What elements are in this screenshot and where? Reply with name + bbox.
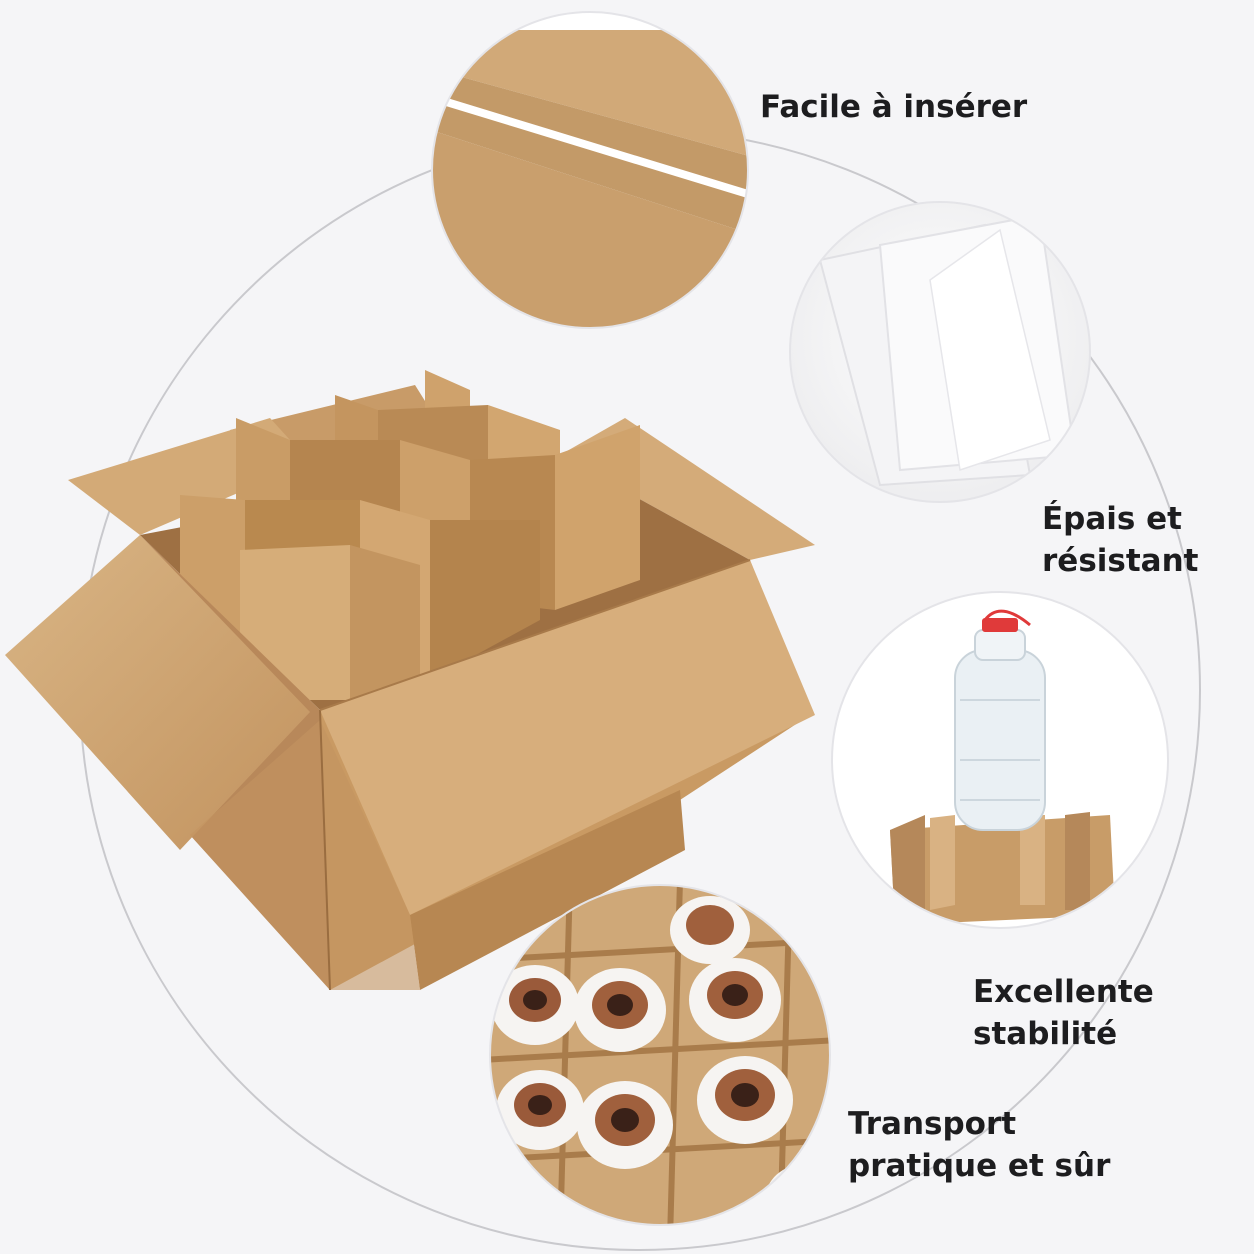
feature-label-transport: Transport pratique et sûr [848,1103,1110,1187]
feature-label-thick-resistant: Épais et résistant [1042,498,1198,582]
feature-label-line: Transport [848,1106,1017,1142]
feature-label-line: pratique et sûr [848,1148,1111,1184]
transport-image [489,884,831,1226]
thick-resistant-image [789,201,1091,503]
feature-label-line: Facile à insérer [760,89,1028,125]
feature-label-stability: Excellente stabilité [973,971,1154,1055]
cardboard-box-image [5,370,815,991]
feature-label-line: résistant [1042,543,1199,579]
feature-label-line: Excellente [973,974,1154,1010]
easy-insert-image [431,11,749,329]
stability-image [831,591,1169,929]
feature-label-easy-insert: Facile à insérer [760,86,1027,128]
feature-label-line: stabilité [973,1016,1118,1052]
feature-label-line: Épais et [1042,501,1182,537]
